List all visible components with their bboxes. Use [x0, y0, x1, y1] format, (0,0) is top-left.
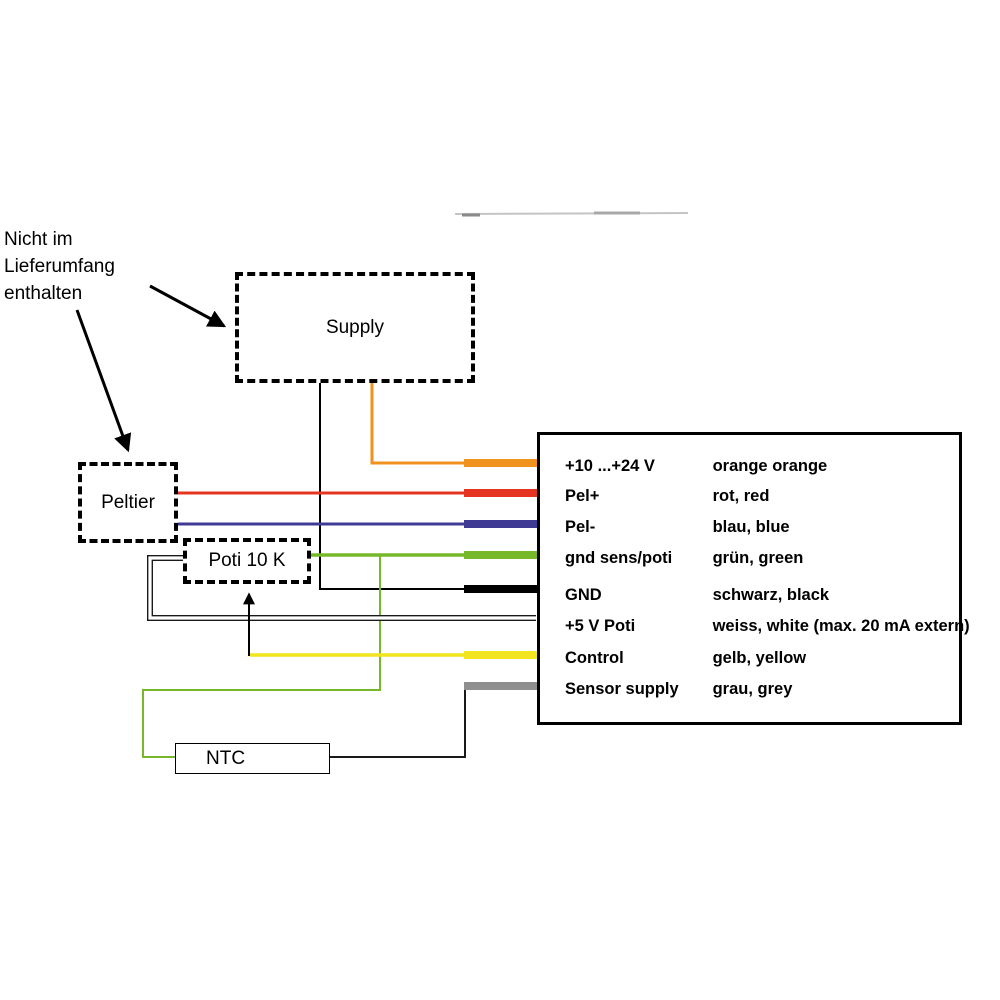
- wire-white-5v-poti: [148, 556, 536, 620]
- terminal-signal: Pel-: [565, 518, 596, 536]
- note-line-3: enthalten: [4, 283, 83, 304]
- terminal-color-name: weiss, white (max. 20 mA extern): [712, 617, 970, 635]
- terminal-row: Pel+ rot, red: [565, 486, 769, 506]
- terminal-row: GND schwarz, black: [565, 585, 829, 605]
- terminal-color-name: orange orange: [712, 457, 828, 475]
- ntc-label: NTC: [206, 747, 246, 769]
- poti-label: Poti 10 K: [208, 550, 286, 571]
- annotation-arrow-to-supply: [149, 284, 227, 328]
- wire-green-to-ntc: [142, 555, 381, 758]
- terminal-color-name: blau, blue: [712, 518, 790, 536]
- terminal-color-name: grün, green: [712, 549, 804, 567]
- terminal-signal: Sensor supply: [565, 680, 679, 698]
- terminal-signal: gnd sens/poti: [565, 549, 673, 567]
- terminal-row: Sensor supply grau, grey: [565, 679, 792, 699]
- terminal-row: gnd sens/poti grün, green: [565, 548, 803, 568]
- terminal-signal: Control: [565, 649, 624, 667]
- not-included-note: Nicht im Lieferumfang enthalten: [4, 226, 115, 307]
- peltier-box: Peltier: [78, 462, 178, 543]
- note-line-2: Lieferumfang: [4, 256, 115, 277]
- note-line-1: Nicht im: [4, 229, 73, 250]
- wire-ntc-sensor-link: [330, 686, 466, 758]
- terminal-row: +5 V Poti weiss, white (max. 20 mA exter…: [565, 616, 970, 636]
- supply-box: Supply: [235, 272, 475, 383]
- annotation-arrow-to-peltier: [75, 309, 132, 453]
- terminal-signal: +5 V Poti: [565, 617, 636, 635]
- peltier-label: Peltier: [101, 491, 155, 513]
- controller-panel: +10 ...+24 V orange orange Pel+ rot, red…: [537, 432, 970, 725]
- terminal-signal: +10 ...+24 V: [565, 457, 655, 475]
- terminal-color-name: gelb, yellow: [712, 649, 807, 667]
- terminal-color-name: rot, red: [712, 487, 770, 505]
- terminal-signal: GND: [565, 586, 602, 604]
- terminal-row: +10 ...+24 V orange orange: [565, 456, 827, 476]
- terminal-color-name: grau, grey: [712, 680, 793, 698]
- scan-artifact-line: [454, 212, 689, 215]
- wire-black-gnd: [319, 381, 466, 590]
- poti-box: Poti 10 K: [183, 538, 311, 584]
- wire-orange-supply: [370, 381, 466, 465]
- terminal-row: Pel- blau, blue: [565, 517, 790, 537]
- supply-label: Supply: [325, 316, 385, 338]
- terminal-row: Control gelb, yellow: [565, 648, 806, 668]
- terminal-color-name: schwarz, black: [712, 586, 830, 604]
- ntc-box: NTC: [175, 743, 330, 774]
- terminal-signal: Pel+: [565, 487, 600, 505]
